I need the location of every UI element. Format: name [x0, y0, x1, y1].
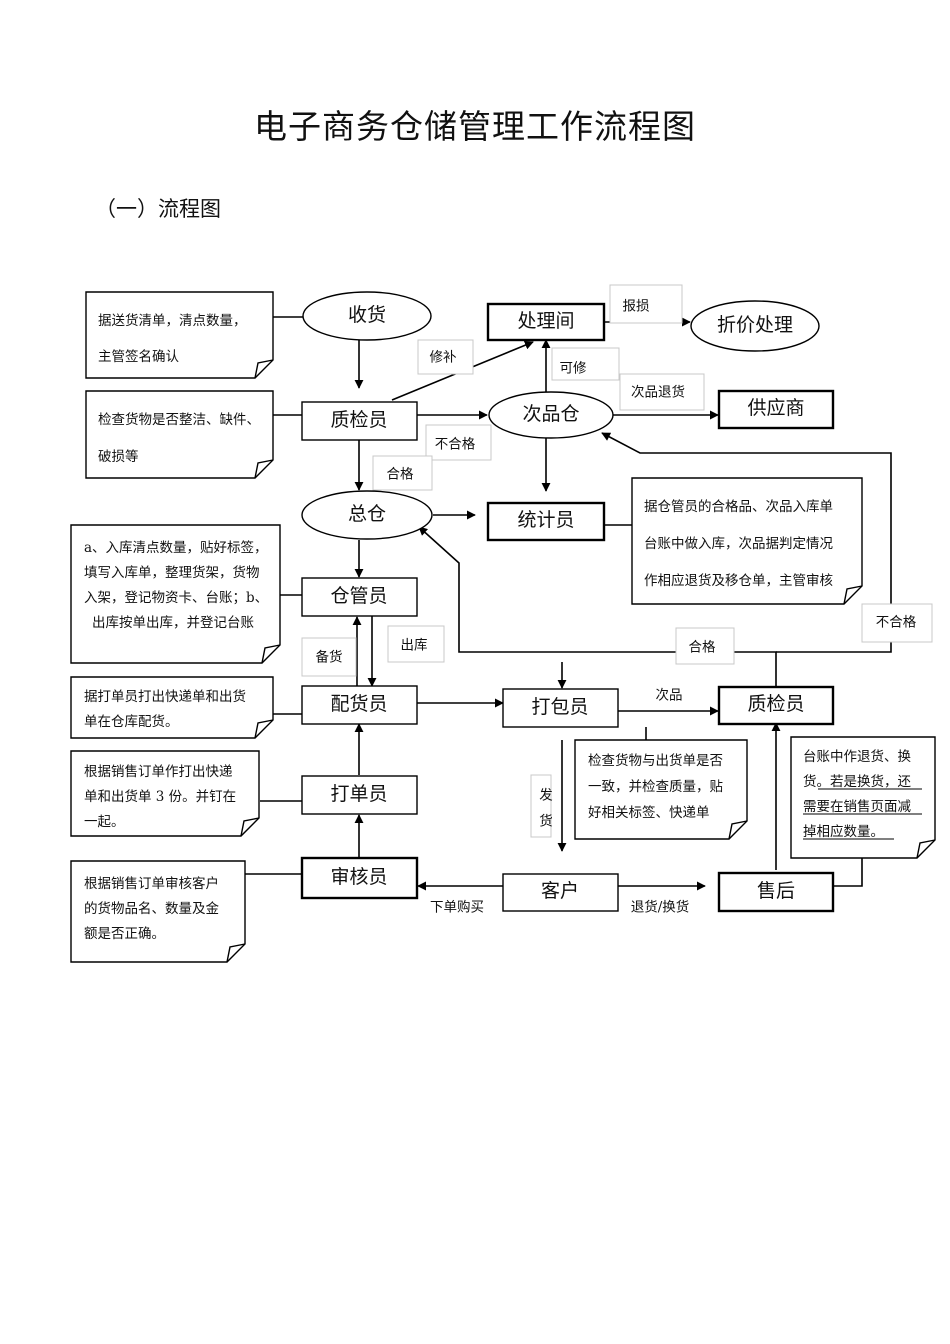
svg-text:合格: 合格: [689, 640, 717, 656]
node-shouhou: 售后: [717, 871, 835, 913]
page-title: 电子商务仓储管理工作流程图: [254, 107, 696, 146]
note-zhijian: 检查货物是否整洁、缺件、 破损等: [85, 390, 274, 479]
svg-text:入架，登记物资卡、台账；b、: 入架，登记物资卡、台账；b、: [84, 590, 268, 606]
node-zhejia: 折价处理: [690, 300, 820, 352]
svg-text:据送货清单，清点数量，: 据送货清单，清点数量，: [98, 312, 247, 329]
node-zhijian-1: 质检员: [301, 401, 418, 441]
node-kehu: 客户: [502, 873, 619, 912]
svg-text:下单购买: 下单购买: [430, 900, 484, 916]
svg-text:好相关标签、快递单: 好相关标签、快递单: [588, 804, 710, 821]
svg-text:配货员: 配货员: [330, 693, 387, 715]
note-peihuo: 据打单员打出快递单和出货 单在仓库配货。: [70, 676, 274, 739]
svg-text:检查货物与出货单是否: 检查货物与出货单是否: [588, 752, 723, 769]
svg-text:次品仓: 次品仓: [522, 403, 579, 425]
note-shouhou: 台账中作退货、换 货。若是换货，还 需要在销售页面减 掉相应数量。: [790, 736, 936, 859]
svg-text:作相应退货及移仓单，主管审核: 作相应退货及移仓单，主管审核: [644, 572, 833, 589]
svg-text:主管签名确认: 主管签名确认: [98, 348, 179, 365]
svg-text:出库按单出库，并登记台账: 出库按单出库，并登记台账: [92, 615, 254, 631]
edge-label-fahuo: 发 货: [530, 774, 553, 838]
edge-label-tuihuo: 退货/换货: [631, 899, 690, 916]
svg-text:质检员: 质检员: [330, 409, 387, 431]
svg-text:合格: 合格: [387, 467, 414, 483]
svg-text:额是否正确。: 额是否正确。: [84, 926, 165, 942]
svg-text:货。若是换货，还: 货。若是换货，还: [803, 773, 911, 790]
note-tongji: 据仓管员的合格品、次品入库单 台账中做入库，次品据判定情况 作相应退货及移仓单，…: [631, 477, 863, 605]
node-dabao: 打包员: [502, 688, 619, 728]
node-shenhe: 审核员: [300, 856, 419, 900]
svg-text:客户: 客户: [541, 880, 579, 902]
edge-label-xiubu: 修补: [417, 339, 474, 375]
svg-text:a、入库清点数量，贴好标签，: a、入库清点数量，贴好标签，: [84, 539, 268, 556]
svg-text:统计员: 统计员: [517, 509, 574, 531]
node-tongji: 统计员: [486, 501, 606, 542]
node-cangguan: 仓管员: [301, 577, 418, 617]
edge-label-chuku: 出库: [387, 625, 445, 663]
svg-text:发: 发: [539, 788, 553, 804]
svg-text:破损等: 破损等: [98, 448, 139, 465]
svg-text:供应商: 供应商: [747, 397, 804, 419]
node-dadan: 打单员: [301, 775, 418, 815]
svg-text:次品: 次品: [656, 688, 683, 704]
node-peihuo: 配货员: [301, 685, 418, 725]
svg-text:打包员: 打包员: [531, 696, 588, 718]
node-chuli: 处理间: [486, 302, 606, 342]
svg-text:不合格: 不合格: [435, 437, 476, 453]
svg-text:质检员: 质检员: [747, 693, 804, 715]
svg-text:根据销售订单审核客户: 根据销售订单审核客户: [84, 875, 219, 892]
edge-label-buhege-2: 不合格: [861, 603, 933, 643]
edge-label-cipintuihuo: 次品退货: [619, 373, 705, 411]
svg-text:需要在销售页面减: 需要在销售页面减: [803, 799, 911, 815]
svg-text:售后: 售后: [757, 880, 795, 902]
svg-text:仓管员: 仓管员: [330, 585, 387, 607]
node-zongcang: 总仓: [301, 490, 433, 540]
node-gongying: 供应商: [717, 389, 835, 430]
edge-label-kexiu: 可修: [551, 347, 620, 381]
svg-text:单和出货单 3 份。并钉在: 单和出货单 3 份。并钉在: [84, 788, 236, 805]
edge-label-buhege-1: 不合格: [425, 424, 492, 461]
svg-text:根据销售订单作打出快递: 根据销售订单作打出快递: [84, 763, 233, 780]
svg-text:报损: 报损: [623, 299, 651, 315]
edge-label-cipin: 次品: [656, 688, 683, 704]
svg-text:收货: 收货: [348, 304, 386, 326]
svg-text:据打单员打出快递单和出货: 据打单员打出快递单和出货: [84, 688, 246, 705]
node-shouhuo: 收货: [302, 291, 432, 341]
svg-text:总仓: 总仓: [348, 503, 386, 525]
node-cipincang: 次品仓: [488, 391, 614, 439]
edge-label-hege-1: 合格: [372, 455, 433, 491]
svg-text:不合格: 不合格: [876, 615, 917, 631]
edge-label-xiadan: 下单购买: [430, 900, 484, 916]
edge-label-hege-2: 合格: [675, 627, 735, 665]
svg-text:台账中作退货、换: 台账中作退货、换: [803, 748, 911, 765]
svg-text:单在仓库配货。: 单在仓库配货。: [84, 713, 179, 730]
svg-text:一致，并检查质量，贴: 一致，并检查质量，贴: [588, 779, 723, 795]
svg-text:货: 货: [539, 813, 553, 830]
edge-label-beihuo: 备货: [301, 637, 357, 677]
svg-text:可修: 可修: [560, 361, 588, 377]
svg-text:折价处理: 折价处理: [717, 314, 793, 336]
svg-text:台账中做入库，次品据判定情况: 台账中做入库，次品据判定情况: [644, 536, 833, 552]
svg-text:打单员: 打单员: [330, 783, 387, 805]
svg-text:出库: 出库: [401, 638, 428, 654]
note-cangguan: a、入库清点数量，贴好标签， 填写入库单，整理货架，货物 入架，登记物资卡、台账…: [70, 524, 281, 664]
svg-text:处理间: 处理间: [517, 310, 574, 332]
svg-text:修补: 修补: [430, 350, 457, 366]
node-zhijian-2: 质检员: [717, 685, 835, 726]
svg-text:检查货物是否整洁、缺件、: 检查货物是否整洁、缺件、: [98, 411, 260, 428]
section-subtitle: （一）流程图: [95, 197, 221, 221]
note-shouhuo: 据送货清单，清点数量， 主管签名确认: [85, 291, 274, 379]
svg-text:审核员: 审核员: [330, 866, 387, 888]
svg-text:一起。: 一起。: [84, 814, 125, 830]
edge-label-baosun: 报损: [609, 284, 683, 324]
svg-text:掉相应数量。: 掉相应数量。: [803, 823, 884, 840]
svg-text:据仓管员的合格品、次品入库单: 据仓管员的合格品、次品入库单: [644, 499, 833, 515]
note-dabao: 检查货物与出货单是否 一致，并检查质量，贴 好相关标签、快递单: [574, 739, 748, 840]
svg-text:退货/换货: 退货/换货: [631, 899, 690, 916]
svg-text:备货: 备货: [316, 649, 343, 666]
svg-text:填写入库单，整理货架，货物: 填写入库单，整理货架，货物: [84, 564, 260, 581]
note-dadan: 根据销售订单作打出快递 单和出货单 3 份。并钉在 一起。: [70, 750, 260, 837]
note-shenhe: 根据销售订单审核客户 的货物品名、数量及金 额是否正确。: [70, 860, 246, 963]
svg-text:的货物品名、数量及金: 的货物品名、数量及金: [84, 900, 219, 917]
svg-text:次品退货: 次品退货: [631, 384, 685, 401]
